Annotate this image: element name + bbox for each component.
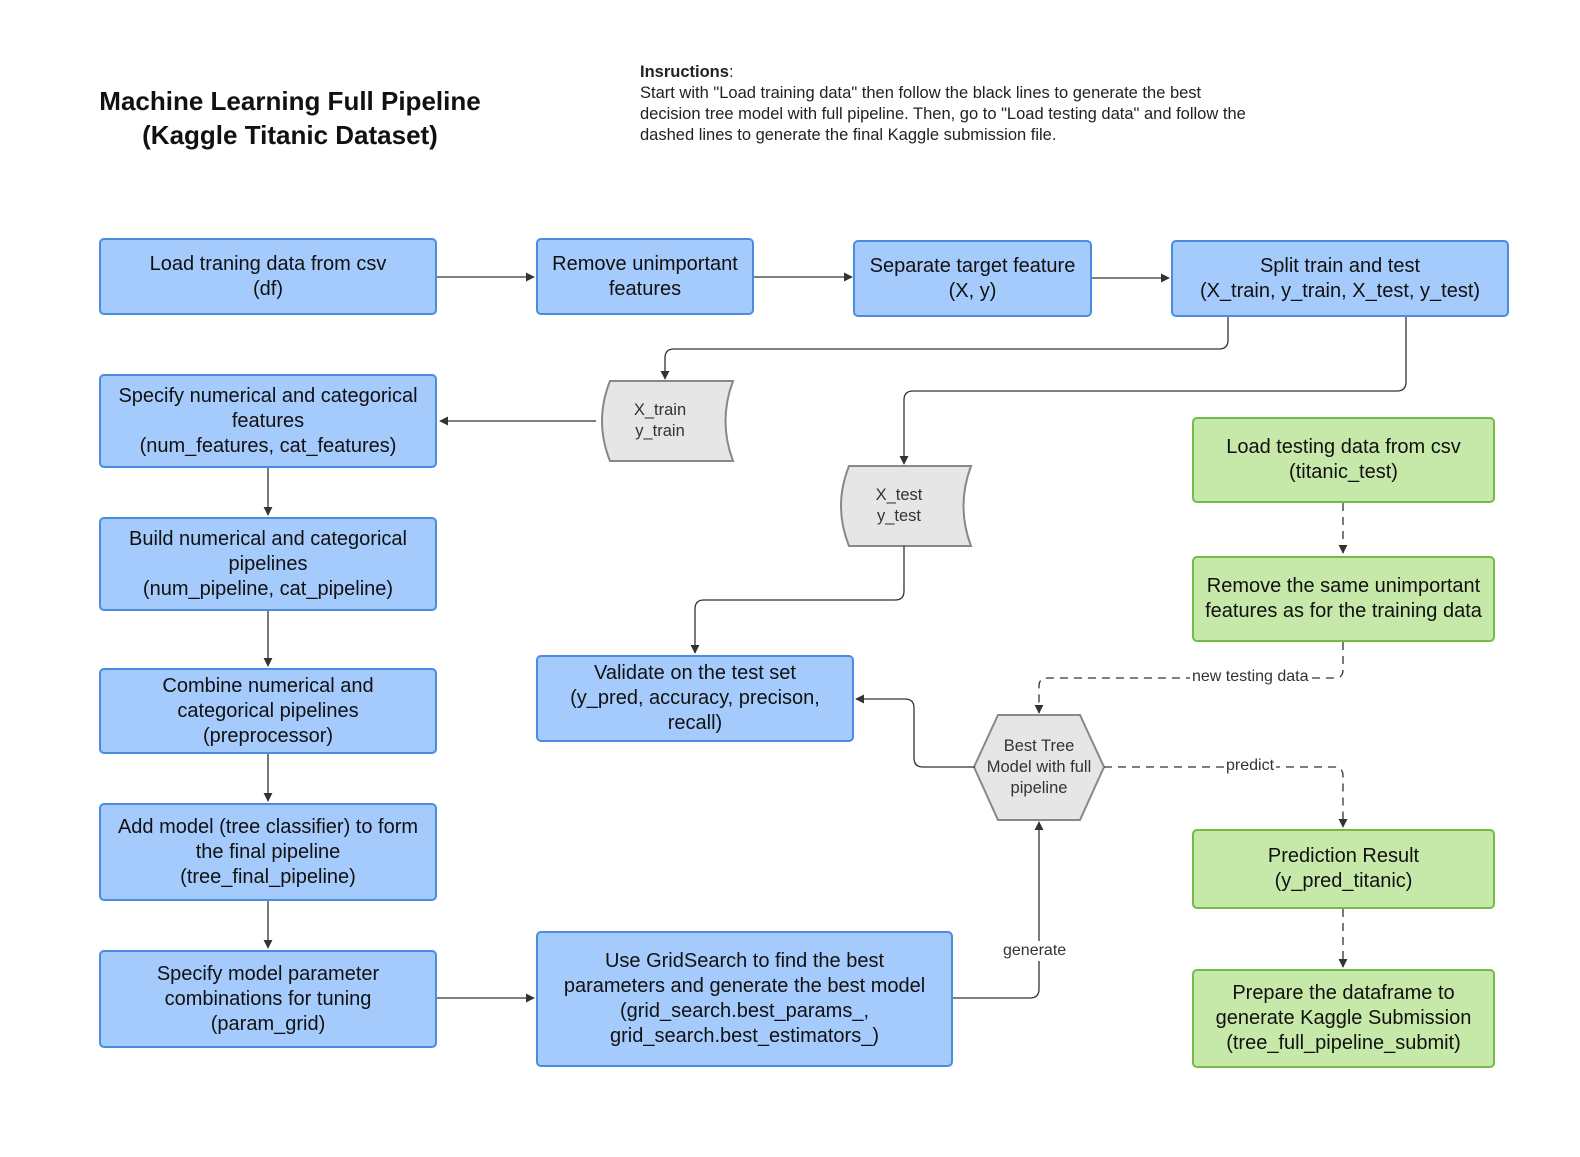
- node-text: Combine numerical and: [162, 674, 374, 697]
- node-remove-same-features[interactable]: Remove the same unimportant features as …: [1192, 556, 1495, 642]
- node-text: grid_search.best_estimators_): [609, 1025, 879, 1047]
- node-xtest-store[interactable]: X_test y_test: [839, 466, 959, 546]
- node-text: Validate on the test set: [594, 662, 796, 684]
- title-line-1: Machine Learning Full Pipeline: [99, 86, 481, 116]
- node-text: features: [608, 277, 682, 300]
- node-text: (y_pred_titanic): [1274, 870, 1413, 892]
- node-text: Load traning data from csv: [149, 252, 387, 275]
- instructions-line-1: Start with "Load training data" then fol…: [640, 84, 1202, 102]
- instructions-block: Insructions: Start with "Load training d…: [640, 62, 1320, 146]
- store-text: y_train: [635, 422, 685, 440]
- edge-split-xtrain: [660, 317, 1229, 380]
- instructions-line-3: dashed lines to generate the final Kaggl…: [640, 126, 1057, 144]
- node-text: recall): [667, 712, 723, 734]
- edge-xtest-validate: [690, 546, 905, 654]
- node-text: (X, y): [948, 279, 997, 302]
- node-text: (tree_full_pipeline_submit): [1226, 1032, 1461, 1054]
- node-combine-pipelines[interactable]: Combine numerical and categorical pipeli…: [99, 668, 437, 754]
- node-best-model[interactable]: Best Tree Model with full pipeline: [974, 715, 1104, 820]
- edge-best-prediction: [1104, 766, 1348, 828]
- node-text: Build numerical and categorical: [129, 527, 407, 550]
- node-separate-target[interactable]: Separate target feature (X, y): [853, 240, 1092, 317]
- node-split-train-test[interactable]: Split train and test (X_train, y_train, …: [1171, 240, 1509, 317]
- edge-split-xtest: [899, 317, 1407, 465]
- node-text: categorical pipelines: [177, 699, 359, 722]
- node-text: Prediction Result: [1267, 845, 1420, 867]
- node-text: Use GridSearch to find the best: [604, 950, 885, 972]
- title-line-2: (Kaggle Titanic Dataset): [142, 120, 438, 150]
- node-text: (num_features, cat_features): [139, 434, 397, 457]
- node-text: features as for the training data: [1205, 600, 1482, 622]
- hex-text: pipeline: [1010, 779, 1068, 797]
- node-text: (num_pipeline, cat_pipeline): [142, 577, 394, 600]
- node-text: combinations for tuning: [164, 987, 372, 1010]
- node-add-model[interactable]: Add model (tree classifier) to form the …: [99, 803, 437, 901]
- node-param-grid[interactable]: Specify model parameter combinations for…: [99, 950, 437, 1048]
- node-text: pipelines: [228, 552, 308, 575]
- node-text: Specify model parameter: [156, 962, 380, 985]
- node-text: (tree_final_pipeline): [180, 865, 356, 888]
- edge-gridsearch-best: [953, 821, 1044, 999]
- node-text: Remove the same unimportant: [1206, 575, 1481, 597]
- node-text: generate Kaggle Submission: [1215, 1007, 1472, 1029]
- edge-label-predict: predict: [1224, 756, 1277, 776]
- instructions-line-2: decision tree model with full pipeline. …: [640, 105, 1246, 123]
- store-text: y_test: [876, 507, 922, 525]
- hex-text: Model with full: [986, 758, 1092, 776]
- node-text: Remove unimportant: [552, 252, 738, 275]
- instructions-heading-row: Insructions:: [640, 62, 1320, 83]
- node-text: the final pipeline: [195, 840, 341, 863]
- node-text: features: [231, 409, 305, 432]
- node-text: (y_pred, accuracy, precison,: [570, 687, 820, 709]
- node-build-pipelines[interactable]: Build numerical and categorical pipeline…: [99, 517, 437, 611]
- edge-label-new-testing-data: new testing data: [1190, 667, 1311, 687]
- node-prepare-submission[interactable]: Prepare the dataframe to generate Kaggle…: [1192, 969, 1495, 1068]
- node-text: (grid_search.best_params_,: [619, 1000, 869, 1022]
- node-text: Specify numerical and categorical: [118, 384, 418, 407]
- node-text: Prepare the dataframe to: [1232, 982, 1455, 1004]
- node-text: (X_train, y_train, X_test, y_test): [1199, 279, 1481, 302]
- node-text: Load testing data from csv: [1226, 436, 1461, 458]
- node-text: (param_grid): [210, 1012, 326, 1035]
- node-text: Add model (tree classifier) to form: [117, 815, 419, 838]
- node-text: Separate target feature: [869, 254, 1076, 277]
- node-load-training-data[interactable]: Load traning data from csv (df): [99, 238, 437, 315]
- node-gridsearch[interactable]: Use GridSearch to find the best paramete…: [536, 931, 953, 1067]
- node-specify-features[interactable]: Specify numerical and categorical featur…: [99, 374, 437, 468]
- edge-label-generate: generate: [1001, 941, 1069, 961]
- node-prediction-result[interactable]: Prediction Result (y_pred_titanic): [1192, 829, 1495, 909]
- instructions-colon: :: [728, 63, 734, 81]
- node-load-testing-data[interactable]: Load testing data from csv (titanic_test…: [1192, 417, 1495, 503]
- node-text: (df): [253, 277, 283, 300]
- node-remove-unimportant[interactable]: Remove unimportant features: [536, 238, 754, 315]
- xtest-store-shape: [840, 465, 973, 547]
- node-text: (titanic_test): [1289, 461, 1398, 483]
- hex-text: Best Tree: [1003, 737, 1075, 755]
- node-validate[interactable]: Validate on the test set (y_pred, accura…: [536, 655, 854, 742]
- store-text: X_train: [633, 401, 687, 419]
- store-text: X_test: [875, 486, 923, 504]
- page-title: Machine Learning Full Pipeline (Kaggle T…: [80, 84, 500, 152]
- instructions-heading: Insructions: [640, 63, 729, 81]
- edge-best-validate: [855, 694, 975, 768]
- node-text: parameters and generate the best model: [563, 975, 926, 997]
- node-text: Split train and test: [1259, 254, 1421, 277]
- node-xtrain-store[interactable]: X_train y_train: [600, 381, 720, 461]
- node-text: (preprocessor): [202, 724, 334, 747]
- xtrain-store-shape: [601, 380, 735, 462]
